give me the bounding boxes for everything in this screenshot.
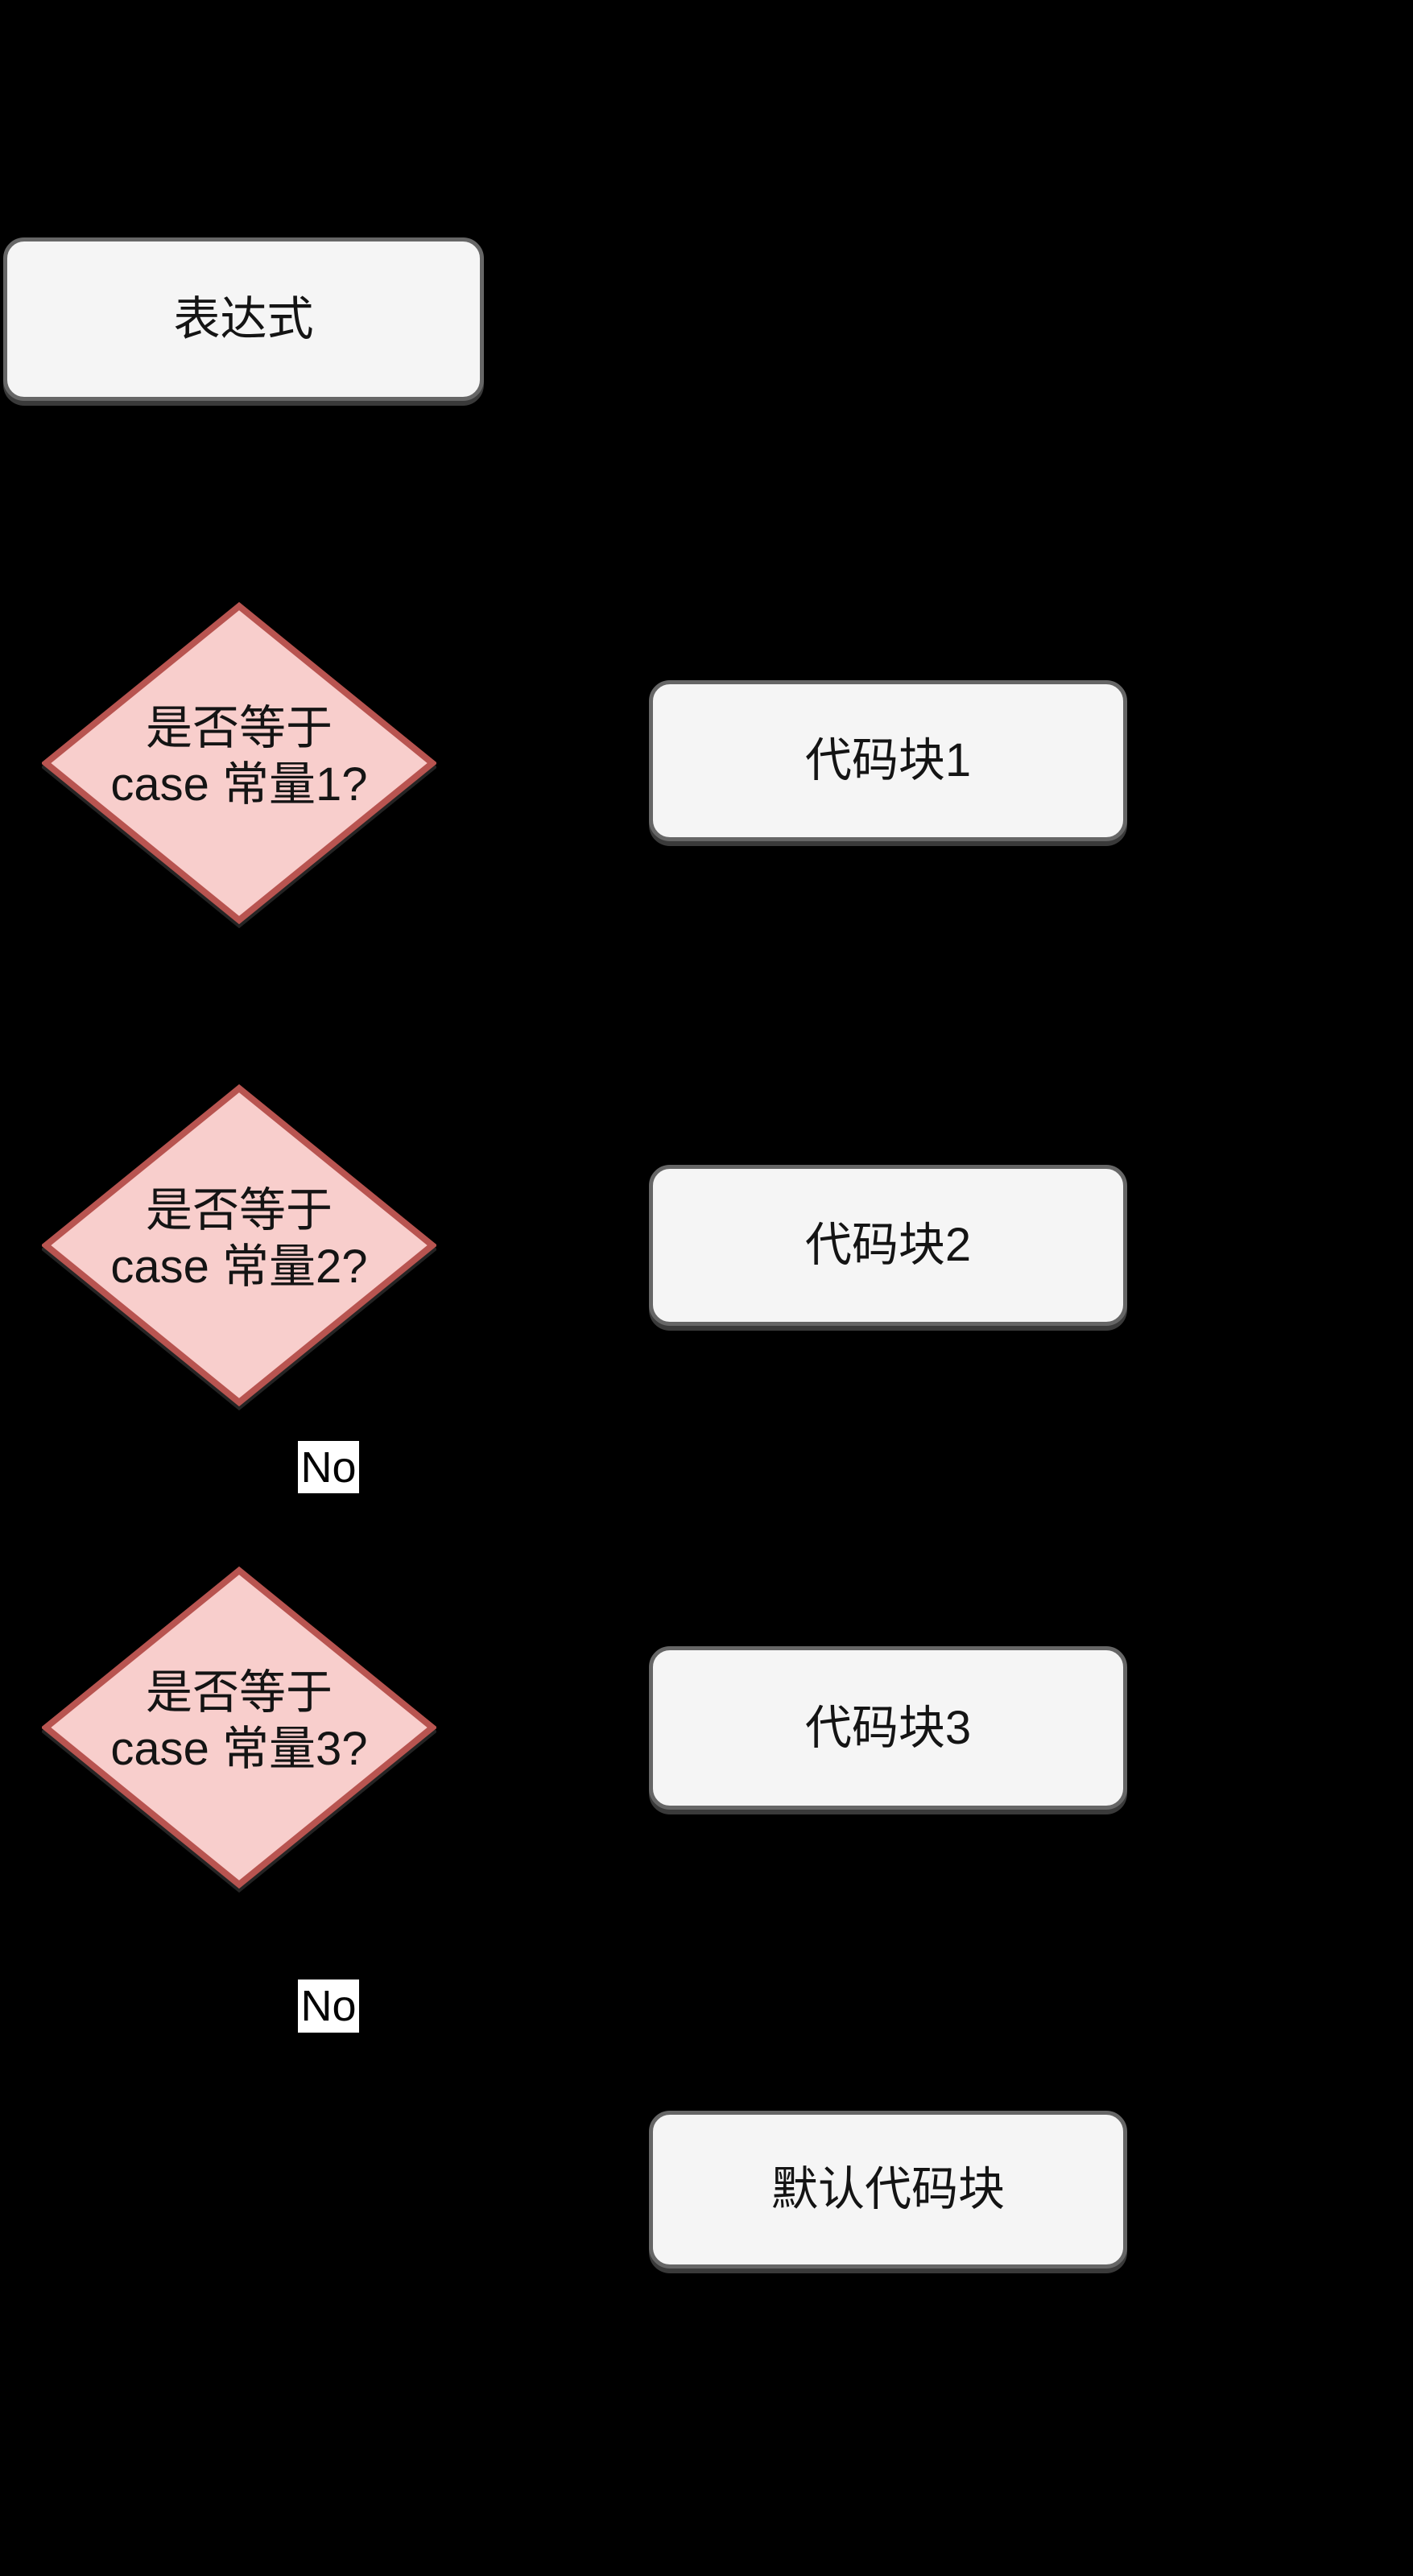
decision-diamond-shape: [42, 602, 436, 924]
process-node-code-block-3: 代码块3: [649, 1646, 1127, 1810]
decision-node-label: 是否等于 case 常量1?: [110, 700, 367, 813]
process-node-label: 代码块2: [804, 1219, 972, 1271]
process-node-default-code-block: 默认代码块: [649, 2111, 1127, 2268]
decision-node-label: 是否等于 case 常量2?: [110, 1183, 367, 1295]
edge-label-text: No: [300, 1982, 357, 2030]
process-node-code-block-1: 代码块1: [649, 680, 1127, 841]
decision-diamond-shape: [42, 1567, 436, 1889]
start-node-expression: 表达式: [3, 237, 484, 401]
decision-node-case-1: 是否等于 case 常量1?: [42, 602, 436, 924]
decision-node-label: 是否等于 case 常量3?: [110, 1665, 367, 1777]
edge-label-text: No: [300, 1443, 357, 1492]
decision-label-line-2: case 常量2?: [110, 1241, 368, 1293]
process-node-label: 代码块1: [804, 734, 972, 786]
start-node-label: 表达式: [173, 292, 314, 345]
edge-label-no-1: No: [298, 1441, 359, 1493]
decision-node-case-3: 是否等于 case 常量3?: [42, 1567, 436, 1889]
decision-label-line-1: 是否等于: [145, 1666, 333, 1719]
decision-label-line-1: 是否等于: [145, 702, 333, 754]
decision-node-case-2: 是否等于 case 常量2?: [42, 1084, 436, 1406]
decision-label-line-2: case 常量1?: [110, 758, 368, 811]
decision-diamond-shape: [42, 1084, 436, 1406]
decision-label-line-2: case 常量3?: [110, 1723, 368, 1775]
process-node-label: 代码块3: [804, 1701, 972, 1754]
process-node-code-block-2: 代码块2: [649, 1165, 1127, 1326]
process-node-label: 默认代码块: [771, 2163, 1005, 2215]
decision-label-line-1: 是否等于: [145, 1184, 333, 1236]
edge-label-no-2: No: [298, 1979, 359, 2033]
